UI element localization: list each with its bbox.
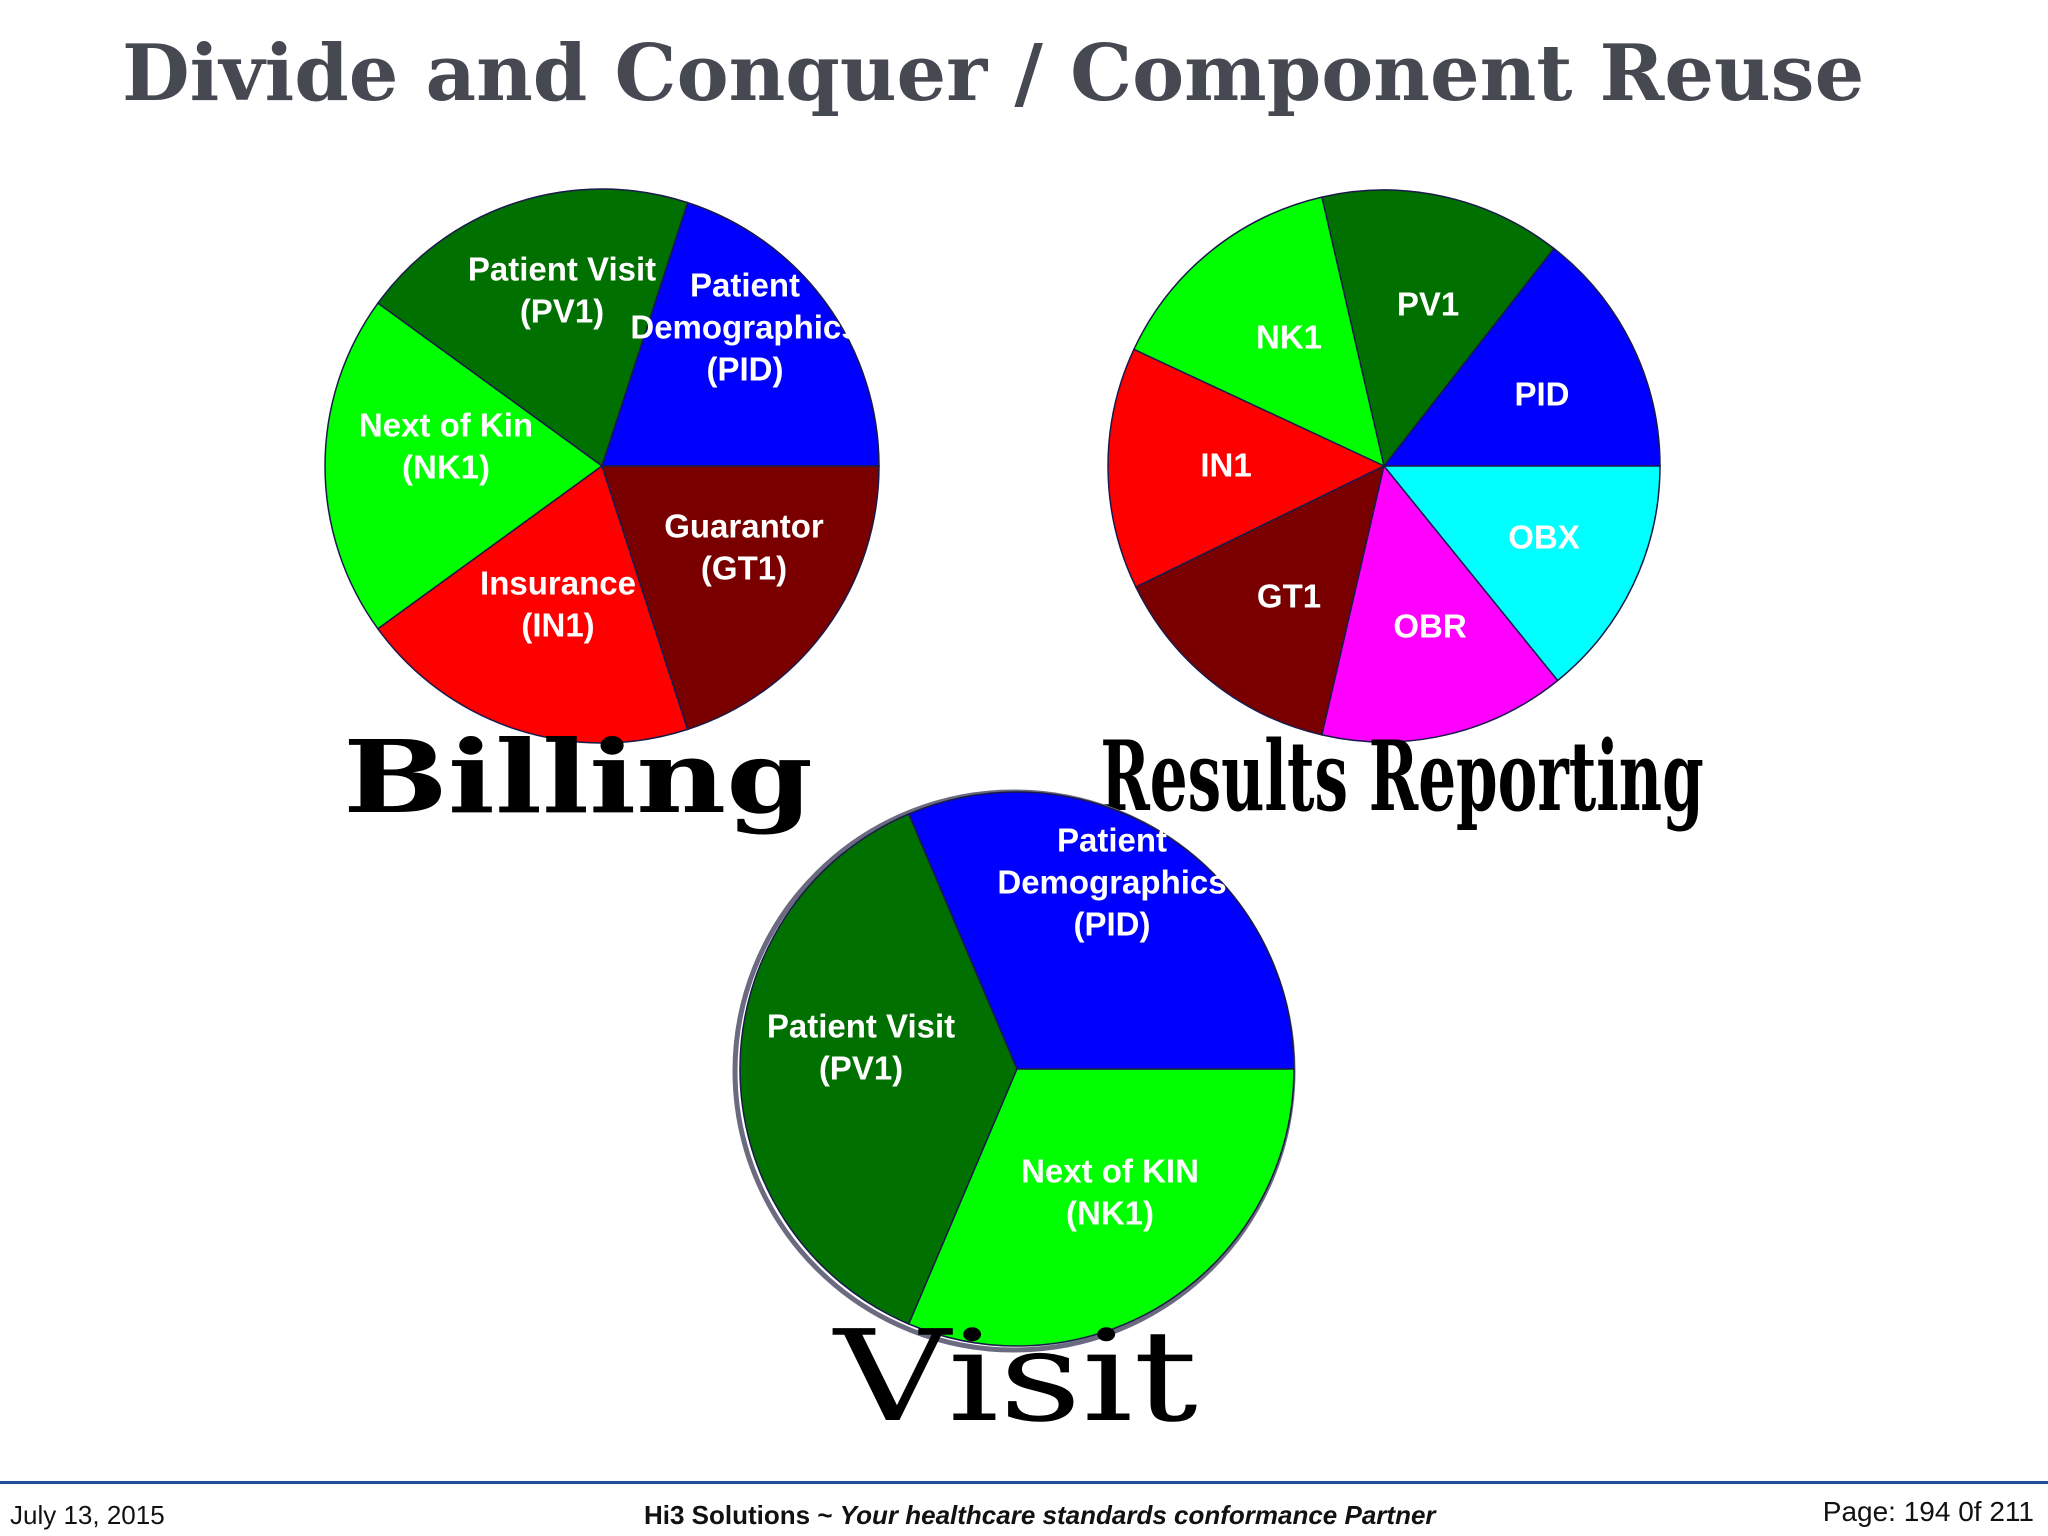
results-reporting-segment-obr [1321,464,1559,743]
billing-segment-gt1 [600,465,880,731]
billing-label-nk1: Next of Kin(NK1) [359,407,533,486]
billing-segment-in1 [376,464,689,744]
footer-tagline: Your healthcare standards conformance Pa… [839,1500,1436,1530]
visit-label-nk1: Next of KIN(NK1) [1021,1153,1199,1232]
results-reporting-label-obr: OBR [1393,608,1467,645]
footer-company: Hi3 Solutions ~ Your healthcare standard… [644,1500,1436,1531]
results-reporting-segment-pv1 [1321,189,1555,468]
billing-segment-nk1 [324,302,604,630]
visit-segment-pv1 [739,813,1018,1325]
results-reporting-label-gt1: GT1 [1257,578,1321,615]
footer-divider [0,1481,2048,1484]
results-reporting-segment-gt1 [1134,464,1386,736]
results-reporting-segment-pid [1382,247,1661,467]
results-reporting-label-nk1: NK1 [1256,319,1322,356]
footer-date: July 13, 2015 [10,1500,165,1530]
billing-label-gt1: Guarantor(GT1) [664,508,824,587]
results-reporting-label-in1: IN1 [1200,447,1251,484]
results-reporting-label-pv1: PV1 [1397,286,1459,323]
results-reporting-label-pid: PID [1514,376,1569,413]
visit-segment-pid [907,791,1295,1070]
visit-caption: Visit [832,1304,1198,1450]
billing-segment-pid [600,201,880,467]
billing-label-in1: Insurance(IN1) [480,565,636,644]
results-reporting-caption: Results Reporting [1100,720,1703,833]
visit-label-pv1: Patient Visit(PV1) [767,1008,955,1087]
results-reporting-segment-in1 [1107,348,1386,589]
results-reporting-segment-obx [1382,465,1661,682]
footer-company-name: Hi3 Solutions ~ [644,1500,840,1530]
results-reporting-segment-nk1 [1132,196,1386,468]
billing-label-pv1: Patient Visit(PV1) [468,251,656,330]
footer-page-number: Page: 194 0f 211 [1822,1496,2034,1527]
visit-segment-nk1 [907,1068,1295,1347]
results-reporting-label-obx: OBX [1508,519,1580,556]
billing-segment-pv1 [376,188,689,468]
billing-caption: Billing [343,718,813,836]
page-title: Divide and Conquer / Component Reuse [122,28,1865,119]
